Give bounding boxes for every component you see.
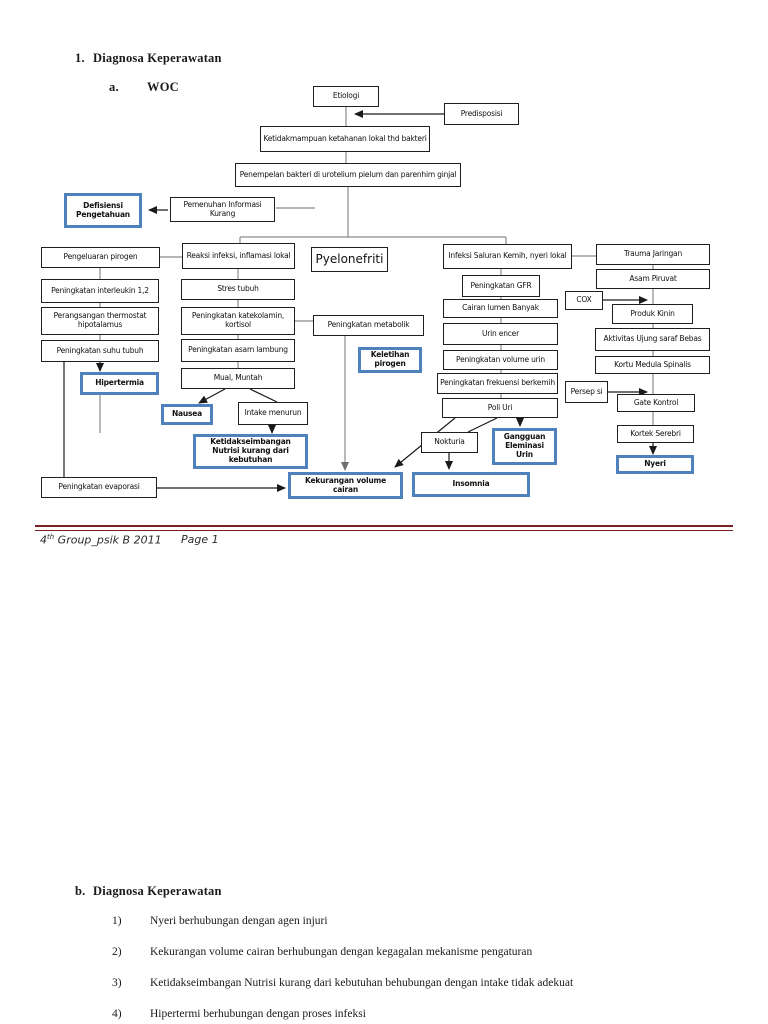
flowchart-node-kortu-medula: Kortu Medula Spinalis (595, 356, 710, 374)
section-title: Diagnosa Keperawatan (93, 51, 222, 65)
flowchart-node-insomnia: Insomnia (412, 472, 530, 497)
flowchart-node-reaksi-infeksi: Reaksi infeksi, inflamasi lokal (182, 243, 295, 269)
flowchart-node-keletihan-pirogen: Keletihan pirogen (358, 347, 422, 373)
footer-rule-top (35, 525, 733, 527)
item-number: 4) (112, 1008, 122, 1020)
item-text: Ketidakseimbangan Nutrisi kurang dari ke… (150, 977, 574, 989)
flowchart-node-nyeri: Nyeri (616, 455, 694, 474)
flowchart-node-gate-kontrol: Gate Kontrol (617, 394, 695, 412)
footer-author-sup: th (47, 533, 55, 541)
flowchart-node-persepsi: Persep si (565, 381, 608, 403)
sub-letter: a. (109, 80, 119, 94)
flowchart-node-peningkatan-gfr: Peningkatan GFR (462, 275, 540, 297)
flowchart-node-penempelan: Penempelan bakteri di urotelium pielum d… (235, 163, 461, 187)
flowchart-node-defisiensi-pengetahuan: Defisiensi Pengetahuan (64, 193, 142, 228)
section-heading-woc: a. WOC (109, 80, 179, 95)
footer-author: 4th Group_psik B 2011 (40, 533, 162, 547)
diagnosis-item-1: 1) Nyeri berhubungan dengan agen injuri (112, 915, 328, 927)
flowchart-node-urin-encer: Urin encer (443, 323, 558, 345)
flowchart-node-gangguan-eleminasi: Gangguan Eleminasi Urin (492, 428, 557, 465)
flowchart-node-interleukin: Peningkatan interleukin 1,2 (41, 279, 159, 303)
diagnosis-item-4: 4) Hipertermi berhubungan dengan proses … (112, 1008, 366, 1020)
flowchart-node-kekurangan-volume: Kekurangan volume cairan (288, 472, 403, 499)
flowchart-node-asam-lambung: Peningkatan asam lambung (181, 339, 295, 362)
item-text: Nyeri berhubungan dengan agen injuri (150, 915, 328, 927)
flowchart-node-ketidakseimbangan-nutrisi: Ketidakseimbangan Nutrisi kurang dari ke… (193, 434, 308, 469)
flowchart-node-poli-uri: Poli Uri (442, 398, 558, 418)
flowchart-node-volume-urin: Peningkatan volume urin (443, 350, 558, 370)
flowchart-node-intake-menurun: Intake menurun (238, 402, 308, 425)
flowchart-node-pyelonefriti: Pyelonefriti (311, 247, 388, 272)
diagnosis-item-3: 3) Ketidakseimbangan Nutrisi kurang dari… (112, 977, 573, 989)
flowchart-node-kortek-serebri: Kortek Serebri (617, 425, 694, 443)
item-text: Kekurangan volume cairan berhubungan den… (150, 946, 533, 958)
flowchart-node-perangsangan-thermostat: Perangsangan thermostat hipotalamus (41, 307, 159, 335)
section-number: 1. (75, 51, 85, 65)
flowchart-node-trauma-jaringan: Trauma Jaringan (596, 244, 710, 265)
footer-rule-bottom (35, 530, 733, 531)
flowchart-node-produk-kinin: Produk Kinin (612, 304, 693, 324)
flowchart-node-peningkatan-evaporasi: Peningkatan evaporasi (41, 477, 157, 498)
footer-page-number: Page 1 (181, 533, 219, 546)
item-number: 3) (112, 977, 122, 989)
flowchart-node-stres-tubuh: Stres tubuh (181, 279, 295, 300)
flowchart-node-pengeluaran-pirogen: Pengeluaran pirogen (41, 247, 160, 268)
flowchart-node-infeksi-saluran-kemih: Infeksi Saluran Kemih, nyeri lokal (443, 244, 572, 269)
flowchart-node-nokturia: Nokturia (421, 432, 478, 453)
flowchart-node-aktivitas-ujung-saraf: Aktivitas Ujung saraf Bebas (595, 328, 710, 351)
section-b-title: Diagnosa Keperawatan (93, 884, 222, 898)
flowchart-node-pemenuhan-informasi: Pemenuhan Informasi Kurang (170, 197, 275, 222)
flowchart-node-suhu-tubuh: Peningkatan suhu tubuh (41, 340, 159, 362)
diagnosis-item-2: 2) Kekurangan volume cairan berhubungan … (112, 946, 532, 958)
footer-author-num: 4 (40, 533, 47, 547)
flowchart-node-cairan-lumen: Cairan lumen Banyak (443, 299, 558, 318)
flowchart-node-frekuensi-berkemih: Peningkatan frekuensi berkemih (437, 373, 558, 394)
item-number: 2) (112, 946, 122, 958)
flowchart-node-katekolamin-kortisol: Peningkatan katekolamin, kortisol (181, 307, 295, 335)
flowchart-node-ketidakmampuan: Ketidakmampuan ketahanan lokal thd bakte… (260, 126, 430, 152)
flowchart-node-nausea: Nausea (161, 404, 213, 425)
flowchart-node-mual-muntah: Mual, Muntah (181, 368, 295, 389)
flowchart-node-hipertermia: Hipertermia (80, 372, 159, 395)
footer-author-rest: Group_psik B 2011 (54, 533, 162, 547)
section-b-letter: b. (75, 884, 86, 898)
flowchart-edge (467, 417, 498, 433)
flowchart-node-asam-piruvat: Asam Piruvat (596, 269, 710, 289)
section-heading-1: 1. Diagnosa Keperawatan (75, 51, 222, 66)
flowchart-edge (249, 388, 278, 403)
flowchart-edge (198, 388, 226, 404)
flowchart-node-peningkatan-metabolik: Peningkatan metabolik (313, 315, 424, 336)
section-heading-b: b. Diagnosa Keperawatan (75, 884, 222, 899)
flowchart-node-etiologi: Etiologi (313, 86, 379, 107)
item-number: 1) (112, 915, 122, 927)
flowchart-node-cox: COX (565, 291, 603, 310)
sub-title: WOC (147, 80, 179, 94)
item-text: Hipertermi berhubungan dengan proses inf… (150, 1008, 366, 1020)
flowchart-node-predisposisi: Predisposisi (444, 103, 519, 125)
